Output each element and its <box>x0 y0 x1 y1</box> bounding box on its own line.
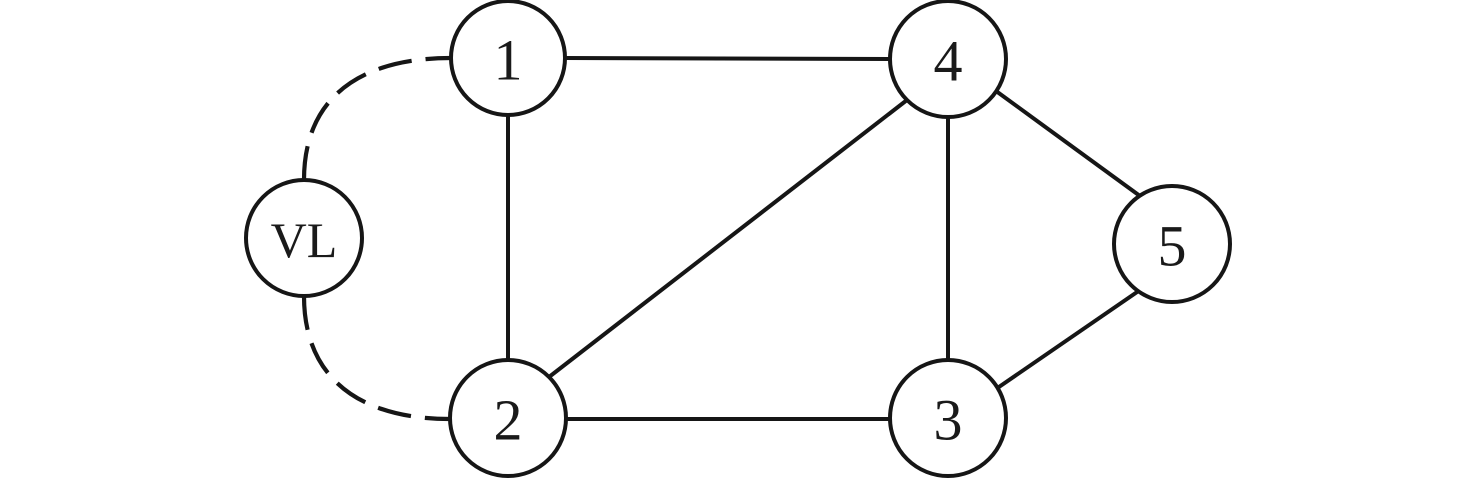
edge-4-5 <box>994 89 1142 198</box>
node-4-label: 4 <box>934 29 963 94</box>
edge-vl-2-dashed <box>301 295 451 422</box>
node-2-label: 2 <box>494 388 523 453</box>
node-2-circle[interactable] <box>448 358 568 478</box>
edge-3-5 <box>994 288 1142 391</box>
node-5-label: 5 <box>1158 214 1187 279</box>
node-1-circle[interactable] <box>449 0 567 117</box>
node-layer: VL 1 2 4 3 5 <box>244 0 1232 478</box>
node-2[interactable]: 2 <box>448 358 568 478</box>
node-vl[interactable]: VL <box>244 178 364 298</box>
node-vl-circle[interactable] <box>244 178 364 298</box>
edge-1-4 <box>564 56 891 61</box>
node-vl-label: VL <box>271 212 338 268</box>
node-5[interactable]: 5 <box>1112 184 1232 304</box>
node-3-label: 3 <box>934 388 963 453</box>
node-5-circle[interactable] <box>1112 184 1232 304</box>
edge-layer-dashed <box>301 55 452 422</box>
node-1[interactable]: 1 <box>449 0 567 117</box>
edge-vl-1-dashed <box>301 55 452 181</box>
node-1-label: 1 <box>494 28 523 93</box>
node-4[interactable]: 4 <box>888 0 1008 119</box>
node-4-circle[interactable] <box>888 0 1008 119</box>
edge-2-4 <box>547 98 909 379</box>
node-3[interactable]: 3 <box>888 358 1008 478</box>
edge-layer-solid <box>506 56 1142 421</box>
node-3-circle[interactable] <box>888 358 1008 478</box>
